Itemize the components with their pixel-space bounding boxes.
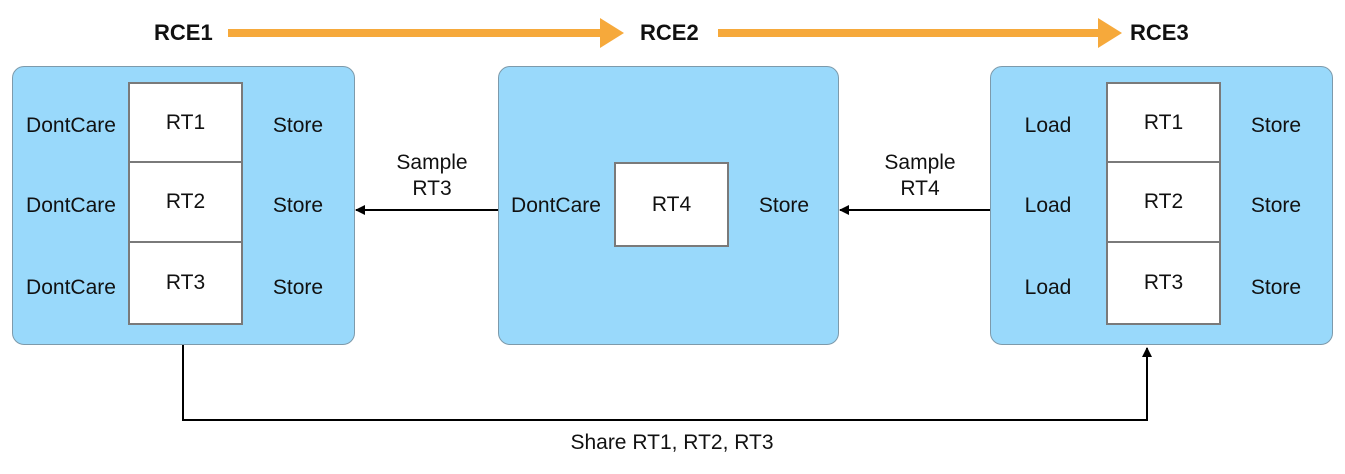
flow-arrow-rce2-rce3 — [718, 18, 1122, 48]
rce1-row3-store-op: Store — [272, 276, 324, 299]
share-label: Share RT1, RT2, RT3 — [570, 431, 774, 454]
sample-rt4-label: Sample RT4 — [884, 150, 955, 202]
rce2-rt4-label: RT4 — [651, 192, 692, 216]
rce2-row1-load-op: DontCare — [511, 194, 601, 217]
rce3-row2-load-op: Load — [1024, 194, 1072, 217]
rce2-rt4-box: RT4 — [614, 162, 729, 247]
rce3-rt2-label: RT2 — [1143, 190, 1184, 213]
rce3-row3-load-op: Load — [1024, 276, 1072, 299]
rce1-rt1-label: RT1 — [165, 110, 206, 134]
stage-label-rce1: RCE1 — [154, 20, 213, 45]
rce1-row3-load-op: DontCare — [26, 276, 116, 299]
rce3-panel: RT1 RT2 RT3 Load Load Load Store Store S… — [990, 66, 1333, 345]
rce3-row1-load-op: Load — [1024, 114, 1072, 137]
rce1-rt3-label: RT3 — [165, 271, 206, 294]
rce1-row2-load-op: DontCare — [26, 194, 116, 217]
stage-label-rce3: RCE3 — [1130, 20, 1189, 45]
sample-rt3-label-line1: Sample — [396, 151, 468, 174]
rce1-rt2-label: RT2 — [165, 190, 206, 213]
sample-rt4-label-line1: Sample — [884, 151, 956, 174]
flow-arrow-rce1-rce2 — [228, 18, 624, 48]
rce1-rt2-box: RT2 — [128, 161, 243, 243]
rce3-rt1-box: RT1 — [1106, 82, 1221, 163]
rce3-row1-store-op: Store — [1250, 114, 1302, 137]
stage-label-rce2: RCE2 — [640, 20, 699, 45]
sample-rt3-label: Sample RT3 — [396, 150, 467, 202]
rce3-rt1-label: RT1 — [1143, 110, 1184, 134]
rce3-rt3-box: RT3 — [1106, 241, 1221, 325]
rce3-row3-store-op: Store — [1250, 276, 1302, 299]
rce1-rt3-box: RT3 — [128, 241, 243, 325]
share-arrow — [182, 345, 1152, 421]
rce3-rt2-box: RT2 — [1106, 161, 1221, 243]
rce1-row1-load-op: DontCare — [26, 114, 116, 137]
sample-rt3-label-line2: RT3 — [412, 177, 452, 200]
rce3-rt3-label: RT3 — [1143, 271, 1184, 294]
rce2-row1-store-op: Store — [758, 194, 810, 217]
sample-rt4-label-line2: RT4 — [900, 177, 940, 200]
rce1-panel: RT1 RT2 RT3 DontCare DontCare DontCare S… — [12, 66, 355, 345]
rce1-rt1-box: RT1 — [128, 82, 243, 163]
rce2-panel: RT4 DontCare Store — [498, 66, 839, 345]
rce3-row2-store-op: Store — [1250, 194, 1302, 217]
rce1-row1-store-op: Store — [272, 114, 324, 137]
rce1-row2-store-op: Store — [272, 194, 324, 217]
